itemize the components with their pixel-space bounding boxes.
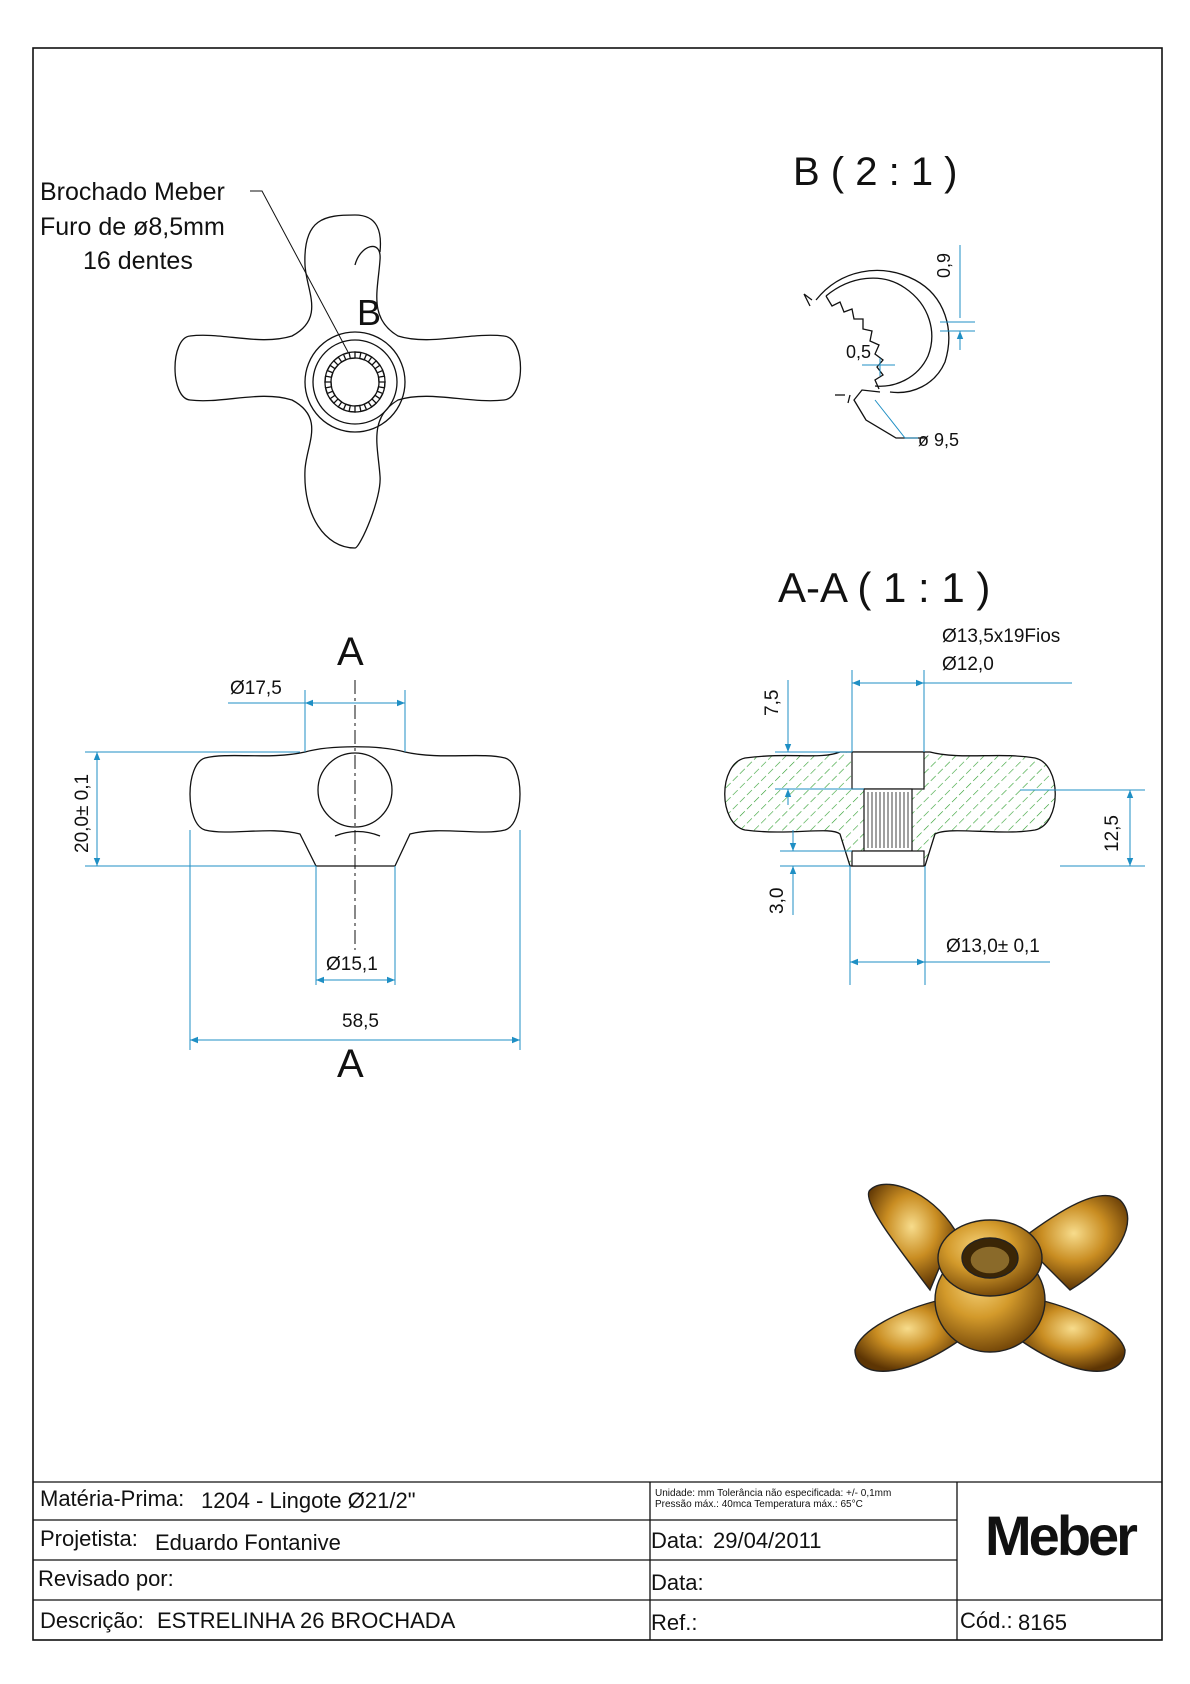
note-line-3: 16 dentes (83, 247, 193, 275)
section-title: A-A ( 1 : 1 ) (778, 564, 990, 611)
note-line-2: Furo de ø8,5mm (40, 213, 225, 241)
units-line-1: Unidade: mm Tolerância não especificada:… (655, 1488, 892, 1499)
data2-label: Data: (651, 1570, 704, 1595)
materia-value: 1204 - Lingote Ø21/2" (201, 1488, 416, 1513)
dim-dia-17-5: Ø17,5 (230, 678, 282, 699)
revisado-label: Revisado por: (38, 1566, 174, 1591)
title-block (33, 1481, 1162, 1640)
projetista-label: Projetista: (40, 1526, 138, 1551)
dim-thread: Ø13,5x19Fios (942, 626, 1060, 647)
front-dimensions (85, 690, 521, 1050)
dim-width-58-5: 58,5 (342, 1011, 379, 1032)
dim-dia-9-5: ø 9,5 (918, 430, 959, 450)
dim-dia-15-1: Ø15,1 (326, 954, 378, 975)
data-label: Data: (651, 1528, 704, 1553)
detail-view (803, 269, 950, 439)
section-dimensions (775, 670, 1145, 985)
dim-7-5: 7,5 (762, 690, 783, 716)
detail-marker-b: B (357, 292, 381, 333)
broach-teeth (324, 351, 386, 413)
cod-label: Cód.: (960, 1608, 1013, 1633)
product-render (854, 1183, 1129, 1372)
dim-12-5: 12,5 (1102, 815, 1123, 852)
cod-value: 8165 (1018, 1610, 1067, 1635)
meber-logo: Meber (985, 1504, 1138, 1567)
dim-dia-13: Ø13,0± 0,1 (946, 936, 1040, 957)
leader-line (250, 190, 349, 353)
front-view (189, 746, 521, 867)
section-label-bottom: A (337, 1042, 364, 1086)
descricao-label: Descrição: (40, 1608, 144, 1633)
projetista-value: Eduardo Fontanive (155, 1530, 341, 1555)
materia-label: Matéria-Prima: (40, 1486, 185, 1511)
dim-dia-12: Ø12,0 (942, 654, 994, 675)
units-line-2: Pressão máx.: 40mca Temperatura máx.: 65… (655, 1499, 863, 1510)
top-view (174, 214, 522, 549)
dim-0-9: 0,9 (934, 253, 954, 278)
section-label-top: A (337, 630, 364, 674)
thread-lines (867, 792, 909, 848)
descricao-value: ESTRELINHA 26 BROCHADA (157, 1608, 456, 1633)
detail-title: B ( 2 : 1 ) (793, 150, 958, 194)
note-line-1: Brochado Meber (40, 178, 225, 206)
detail-dimensions (862, 245, 975, 439)
dim-height-20: 20,0± 0,1 (72, 774, 93, 853)
section-view (724, 751, 1056, 867)
broach-teeth-profile (324, 351, 386, 413)
sheet-border (32, 47, 1163, 1641)
dim-0-5: 0,5 (846, 342, 871, 362)
dim-3-0: 3,0 (767, 888, 788, 914)
ref-label: Ref.: (651, 1610, 698, 1635)
data-value: 29/04/2011 (713, 1528, 822, 1553)
